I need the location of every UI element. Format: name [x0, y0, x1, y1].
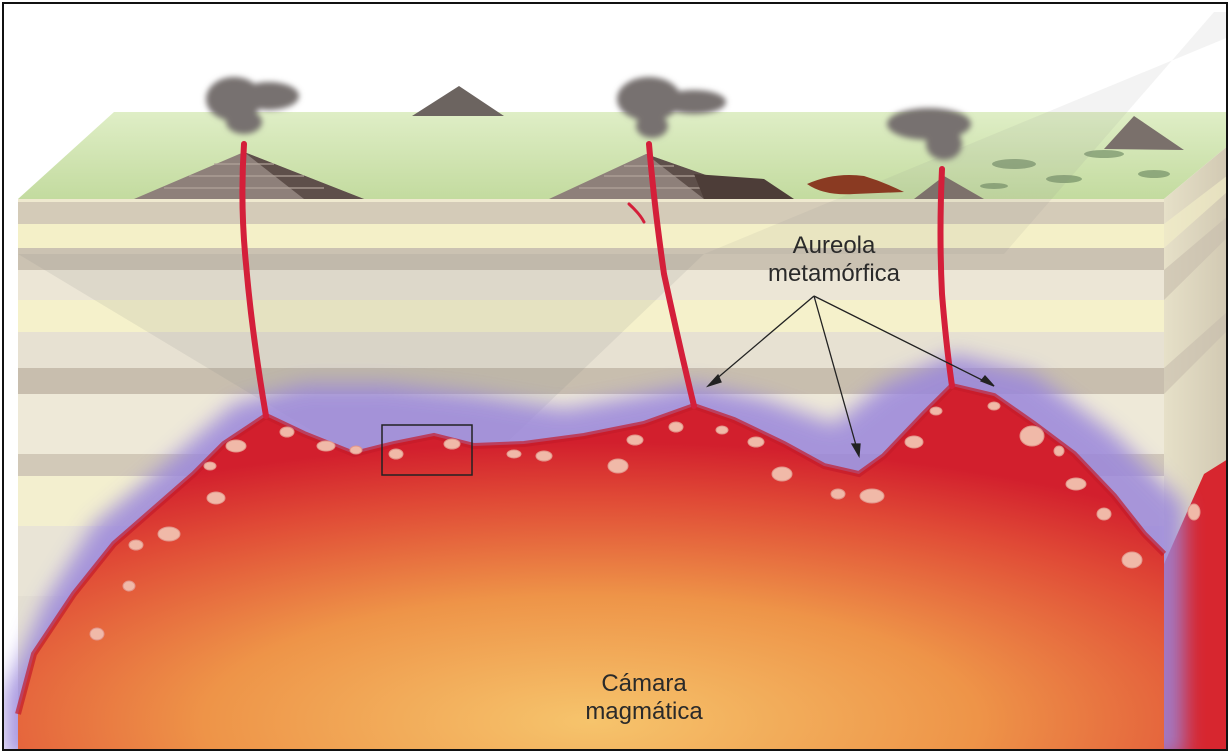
- chamber-label-line-1: Cámara: [544, 670, 744, 698]
- aureole-label: Aureola metamórfica: [724, 232, 944, 288]
- chamber-label: Cámara magmática: [544, 670, 744, 726]
- chamber-label-line-2: magmática: [544, 698, 744, 726]
- aureole-label-line-1: Aureola: [724, 232, 944, 260]
- magma-chamber-diagram: [4, 4, 1228, 751]
- aureole-label-line-2: metamórfica: [724, 260, 944, 288]
